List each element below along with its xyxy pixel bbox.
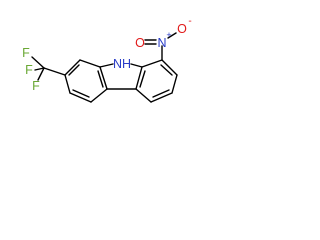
bond: [90, 88, 108, 103]
nh-label: NH: [113, 57, 131, 71]
bond: [64, 74, 71, 94]
bond: [79, 59, 101, 68]
nitro-nitrogen-label: N: [157, 36, 166, 50]
fluorine-label: F: [25, 63, 33, 77]
bond: [135, 66, 143, 90]
positive-charge-label: +: [166, 30, 171, 40]
bond: [139, 70, 146, 88]
bond: [161, 59, 178, 76]
fluorine-label: F: [22, 46, 30, 60]
bond: [37, 67, 45, 81]
bond: [64, 59, 81, 76]
bond: [152, 89, 170, 98]
negative-charge-label: -: [188, 16, 191, 27]
molecule-structure: F F F NH N + O O -: [22, 16, 192, 103]
bond: [69, 92, 92, 103]
fluorine-label: F: [32, 79, 40, 93]
oxygen-label: O: [135, 36, 145, 50]
bond: [72, 89, 90, 98]
oxygen-label: O: [177, 22, 187, 36]
bond: [171, 74, 178, 94]
bond: [141, 59, 163, 68]
bond: [34, 67, 45, 71]
bond: [99, 63, 114, 68]
atom-labels: F F F NH N + O O -: [22, 16, 191, 93]
bond: [68, 64, 80, 76]
bond: [167, 32, 177, 39]
bond: [160, 64, 173, 76]
bond: [99, 66, 108, 90]
bond: [135, 88, 152, 103]
bond: [150, 92, 173, 103]
bond: [43, 67, 66, 76]
bonds: [31, 32, 178, 103]
bond: [31, 56, 45, 69]
bond: [97, 70, 104, 88]
bond: [130, 63, 143, 68]
